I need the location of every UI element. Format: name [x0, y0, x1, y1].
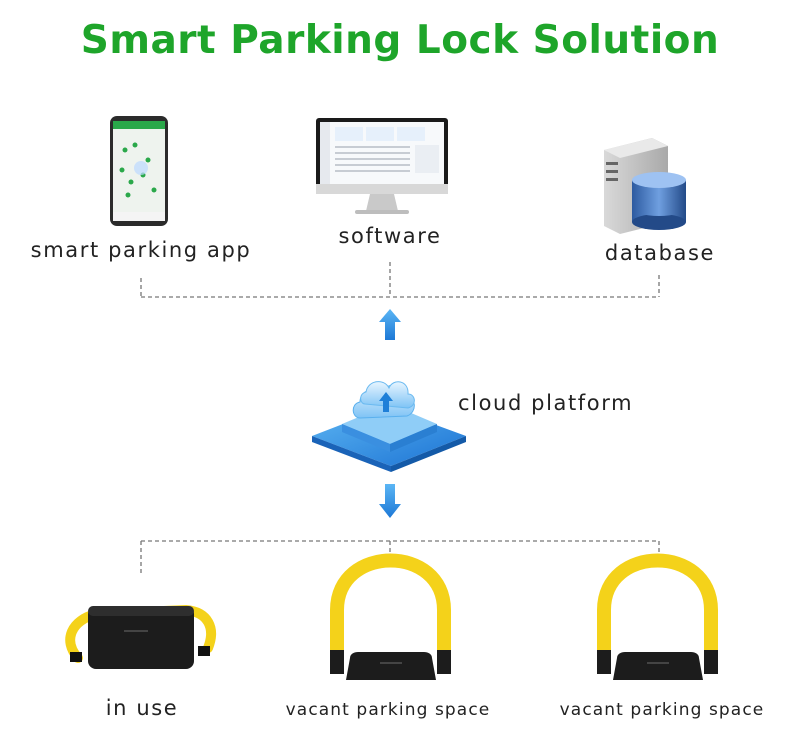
monitor-icon — [316, 118, 448, 214]
label-vacant-parking-space-1: vacant parking space — [285, 700, 491, 720]
label-database: database — [604, 241, 716, 265]
database-icon — [604, 138, 686, 234]
parking-lock-vacant-1-icon — [330, 553, 451, 680]
label-software: software — [338, 224, 442, 248]
page-title: Smart Parking Lock Solution — [80, 18, 720, 63]
smartphone-icon — [110, 116, 168, 226]
label-cloud-platform: cloud platform — [458, 391, 634, 415]
label-smart-parking-app: smart parking app — [30, 238, 252, 262]
label-in-use: in use — [105, 696, 179, 720]
arrow-up-icon — [379, 309, 401, 340]
arrow-down-icon — [379, 484, 401, 518]
parking-lock-vacant-2-icon — [597, 553, 718, 680]
label-vacant-parking-space-2: vacant parking space — [559, 700, 765, 720]
parking-lock-in-use-icon — [65, 604, 217, 669]
top-connector — [140, 262, 660, 298]
cloud-platform-icon — [312, 381, 466, 472]
